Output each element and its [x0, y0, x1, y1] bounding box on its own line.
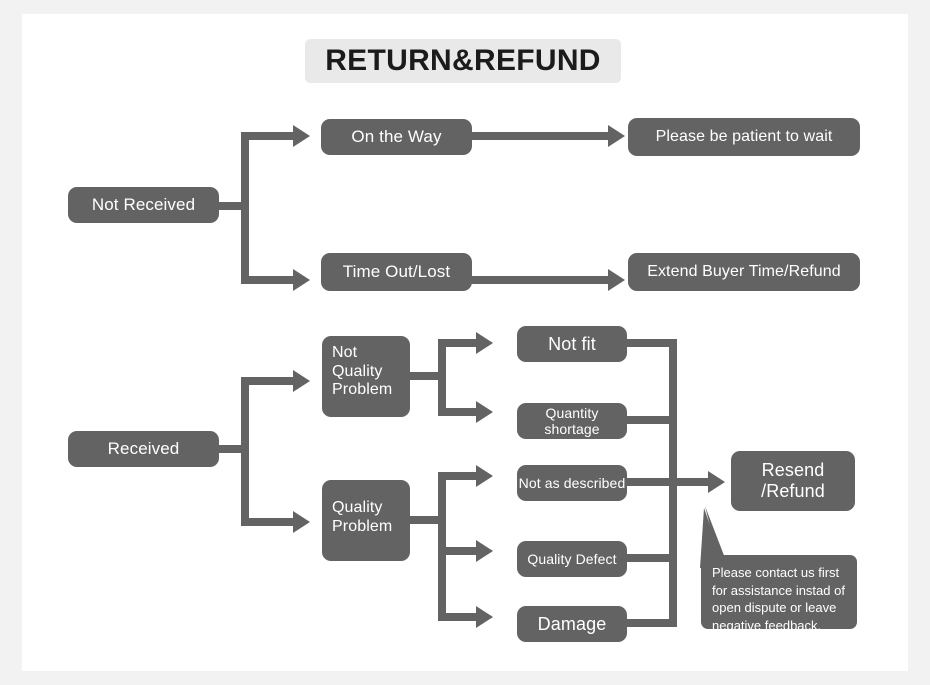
connector-notquality-stem — [408, 372, 446, 380]
node-resend-refund-line1: Resend — [761, 460, 825, 480]
node-time-out-lost-label: Time Out/Lost — [342, 262, 451, 282]
node-quantity-shortage[interactable]: Quantity shortage — [517, 403, 627, 439]
arrow-timeout-in — [293, 269, 310, 291]
node-quality-problem-line2: Problem — [332, 517, 393, 535]
node-not-quality-problem-line1: Not — [332, 344, 358, 361]
node-not-quality-problem-line3: Problem — [332, 381, 393, 399]
node-not-quality-problem-line2: Quality — [332, 362, 383, 380]
arrow-ontheway-in — [293, 125, 310, 147]
node-not-quality-problem[interactable]: Not Quality Problem — [322, 336, 410, 417]
tooltip-line-1: Please contact us first — [712, 565, 840, 580]
node-not-received-label: Not Received — [91, 195, 196, 215]
connector-notfit-in — [438, 339, 478, 347]
node-received-label: Received — [107, 439, 180, 459]
node-not-as-described-label: Not as described — [518, 474, 626, 491]
node-quality-defect[interactable]: Quality Defect — [517, 541, 627, 577]
node-resend-refund[interactable]: Resend /Refund — [731, 451, 855, 511]
node-not-received[interactable]: Not Received — [68, 187, 219, 223]
connector-notreceived-stem — [217, 202, 248, 210]
tooltip-line-3: open dispute or leave — [712, 600, 837, 616]
node-quantity-shortage-label: Quantity shortage — [544, 404, 600, 437]
arrow-ontheway-out — [608, 125, 625, 147]
connector-resend-in — [669, 478, 711, 486]
connector-damage-in — [438, 613, 478, 621]
node-please-wait-label: Please be patient to wait — [655, 127, 833, 145]
arrow-quality-in — [293, 511, 310, 533]
arrow-qualitydefect-in — [476, 540, 493, 562]
connector-timeout-in — [241, 276, 295, 284]
connector-notasdescribed-out — [625, 478, 677, 486]
arrow-notfit-in — [476, 332, 493, 354]
tooltip-line-4: negative feedback. — [712, 617, 822, 633]
node-on-the-way[interactable]: On the Way — [321, 119, 472, 155]
connector-notreceived-fork — [241, 132, 249, 284]
node-damage[interactable]: Damage — [517, 606, 627, 642]
node-received[interactable]: Received — [68, 431, 219, 467]
node-not-fit-label: Not fit — [548, 333, 596, 354]
connector-ontheway-out — [470, 132, 610, 140]
arrow-resend-in — [708, 471, 725, 493]
node-on-the-way-label: On the Way — [351, 127, 442, 147]
node-not-fit[interactable]: Not fit — [517, 326, 627, 362]
node-time-out-lost[interactable]: Time Out/Lost — [321, 253, 472, 291]
connector-quantity-out — [625, 416, 677, 424]
node-please-wait[interactable]: Please be patient to wait — [628, 118, 860, 156]
connector-notasdescribed-in — [438, 472, 478, 480]
node-resend-refund-line2: /Refund — [761, 480, 825, 501]
arrow-quantity-in — [476, 401, 493, 423]
connector-quality-in — [241, 518, 295, 526]
connector-quantity-in — [438, 408, 478, 416]
diagram-canvas: RETURN&REFUND Not Received On the Way Ti… — [22, 14, 908, 671]
connector-quality-stem — [408, 516, 446, 524]
contact-note-tooltip: Please contact us first for assistance i… — [701, 555, 857, 633]
connector-notquality-fork — [438, 339, 446, 416]
connector-quality-fork — [438, 472, 446, 621]
connector-notquality-in — [241, 377, 295, 385]
connector-timeout-out — [470, 276, 610, 284]
arrow-notquality-in — [293, 370, 310, 392]
connector-received-stem — [217, 445, 248, 453]
node-quality-problem-line1: Quality — [332, 499, 383, 516]
node-quality-defect-label: Quality Defect — [527, 550, 617, 567]
arrow-notasdescribed-in — [476, 465, 493, 487]
connector-damage-out — [625, 619, 677, 627]
connector-notfit-out — [625, 339, 677, 347]
connector-qualitydefect-out — [625, 554, 677, 562]
connector-ontheway-in — [241, 132, 295, 140]
node-extend-refund-label: Extend Buyer Time/Refund — [647, 262, 841, 280]
node-not-as-described[interactable]: Not as described — [517, 465, 627, 501]
connector-received-fork — [241, 377, 249, 526]
page-title: RETURN&REFUND — [305, 39, 621, 83]
connector-qualitydefect-in — [438, 547, 478, 555]
arrow-damage-in — [476, 606, 493, 628]
arrow-timeout-out — [608, 269, 625, 291]
node-extend-refund[interactable]: Extend Buyer Time/Refund — [628, 253, 860, 291]
node-quality-problem[interactable]: Quality Problem — [322, 480, 410, 561]
node-damage-label: Damage — [537, 613, 607, 634]
tooltip-line-2: for assistance instad of — [712, 582, 845, 598]
